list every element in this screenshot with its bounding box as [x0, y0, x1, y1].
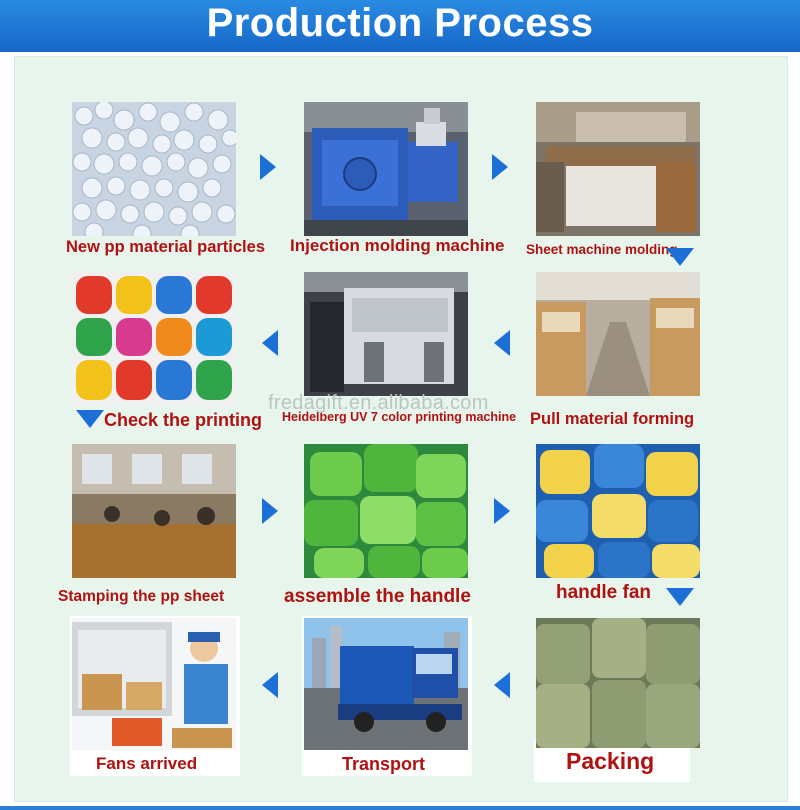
injection-machine-image — [304, 102, 468, 236]
step-label-pp-particles: New pp material particles — [66, 238, 265, 256]
truck-image — [304, 618, 468, 750]
arrow-right-icon — [492, 154, 508, 180]
printing-check-photo — [72, 272, 236, 406]
header-bar: Production Process — [0, 0, 800, 52]
arrow-left-icon — [494, 330, 510, 356]
sheet-machine-image — [536, 102, 700, 236]
pp-particles-image — [72, 102, 236, 236]
step-label-packing: Packing — [566, 748, 655, 774]
page-title: Production Process — [206, 1, 594, 45]
arrow-right-icon — [494, 498, 510, 524]
delivery-man-image — [72, 618, 236, 750]
arrow-down-icon — [666, 588, 694, 606]
green-fans-image — [304, 444, 468, 578]
arrow-down-icon — [666, 248, 694, 266]
pp-particles-photo — [72, 102, 236, 236]
printed-fans-image — [72, 272, 236, 406]
footer-rule — [0, 806, 800, 810]
arrow-left-icon — [494, 672, 510, 698]
step-label-pull-material: Pull material forming — [530, 410, 695, 428]
printing-machine-photo — [304, 272, 468, 396]
step-label-fans-arrived: Fans arrived — [96, 754, 198, 773]
stamping-workshop-image — [72, 444, 236, 578]
warehouse-photo — [536, 272, 700, 396]
step-label-sheet-molding: Sheet machine molding — [526, 242, 678, 257]
blue-fans-image — [536, 444, 700, 578]
step-label-heidelberg-printing: Heidelberg UV 7 color printing machine — [282, 410, 517, 424]
packing-bags-photo — [536, 618, 700, 748]
arrow-left-icon — [262, 330, 278, 356]
arrow-left-icon — [262, 672, 278, 698]
arrow-down-icon — [76, 410, 104, 428]
step-label-stamping: Stamping the pp sheet — [58, 588, 225, 605]
warehouse-image — [536, 272, 700, 396]
arrow-right-icon — [260, 154, 276, 180]
sheet-machine-photo — [536, 102, 700, 236]
transport-truck-photo — [304, 618, 468, 750]
watermark-text: fredagift.en.alibaba.com — [268, 392, 489, 414]
step-label-check-printing: Check the printing — [104, 410, 263, 430]
sacks-image — [536, 618, 700, 748]
step-label-handle-fan: handle fan — [556, 582, 652, 603]
step-label-assemble-handle: assemble the handle — [284, 586, 471, 607]
step-label-injection-molding: Injection molding machine — [290, 236, 505, 255]
arrow-right-icon — [262, 498, 278, 524]
step-label-transport: Transport — [342, 754, 426, 774]
handle-assembly-photo — [304, 444, 468, 578]
injection-machine-photo — [304, 102, 468, 236]
stamping-workshop-photo — [72, 444, 236, 578]
fans-arrived-photo — [72, 618, 236, 750]
handle-fan-photo — [536, 444, 700, 578]
printing-machine-image — [304, 272, 468, 396]
